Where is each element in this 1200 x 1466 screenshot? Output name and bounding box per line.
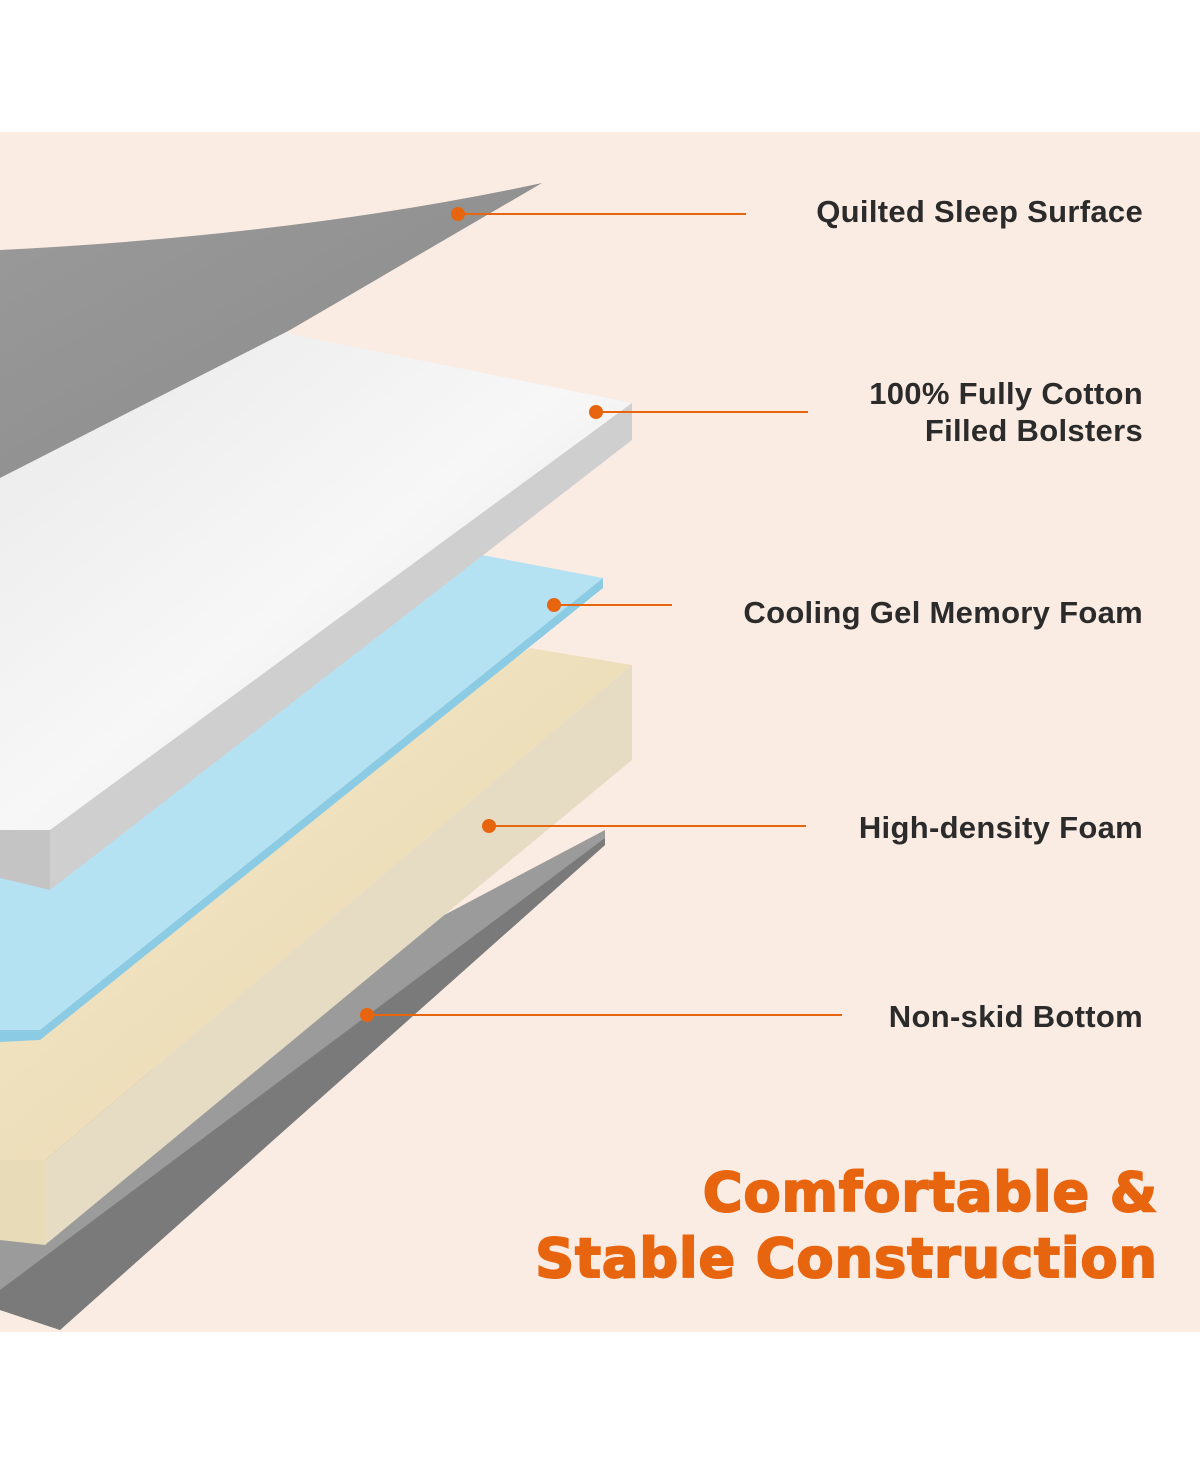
label-cooling-gel: Cooling Gel Memory Foam [743,595,1143,630]
label-non-skid-bottom: Non-skid Bottom [888,999,1143,1034]
label-cotton-line1: 100% Fully Cotton [869,376,1143,411]
headline-line2: Stable Construction [534,1226,1158,1291]
non-skid-bottom-layer [0,830,605,1330]
headline-line1: Comfortable & [702,1160,1158,1225]
callout-foam [482,819,806,833]
quilted-surface-layer [0,183,542,478]
high-density-foam-layer [0,648,632,1245]
callout-quilted [451,207,746,221]
cotton-bolster-layer [0,333,632,890]
label-cotton-bolsters: 100% Fully Cotton Filled Bolsters [869,375,1143,449]
cooling-gel-layer [0,548,603,1042]
callout-bottom [360,1008,842,1022]
label-quilted-sleep-surface: Quilted Sleep Surface [816,194,1143,229]
label-cotton-line2: Filled Bolsters [924,413,1143,448]
callout-cotton [589,405,808,419]
label-high-density-foam: High-density Foam [858,810,1143,845]
callout-gel [547,598,672,612]
headline: Comfortable & Stable Construction [534,1160,1158,1292]
